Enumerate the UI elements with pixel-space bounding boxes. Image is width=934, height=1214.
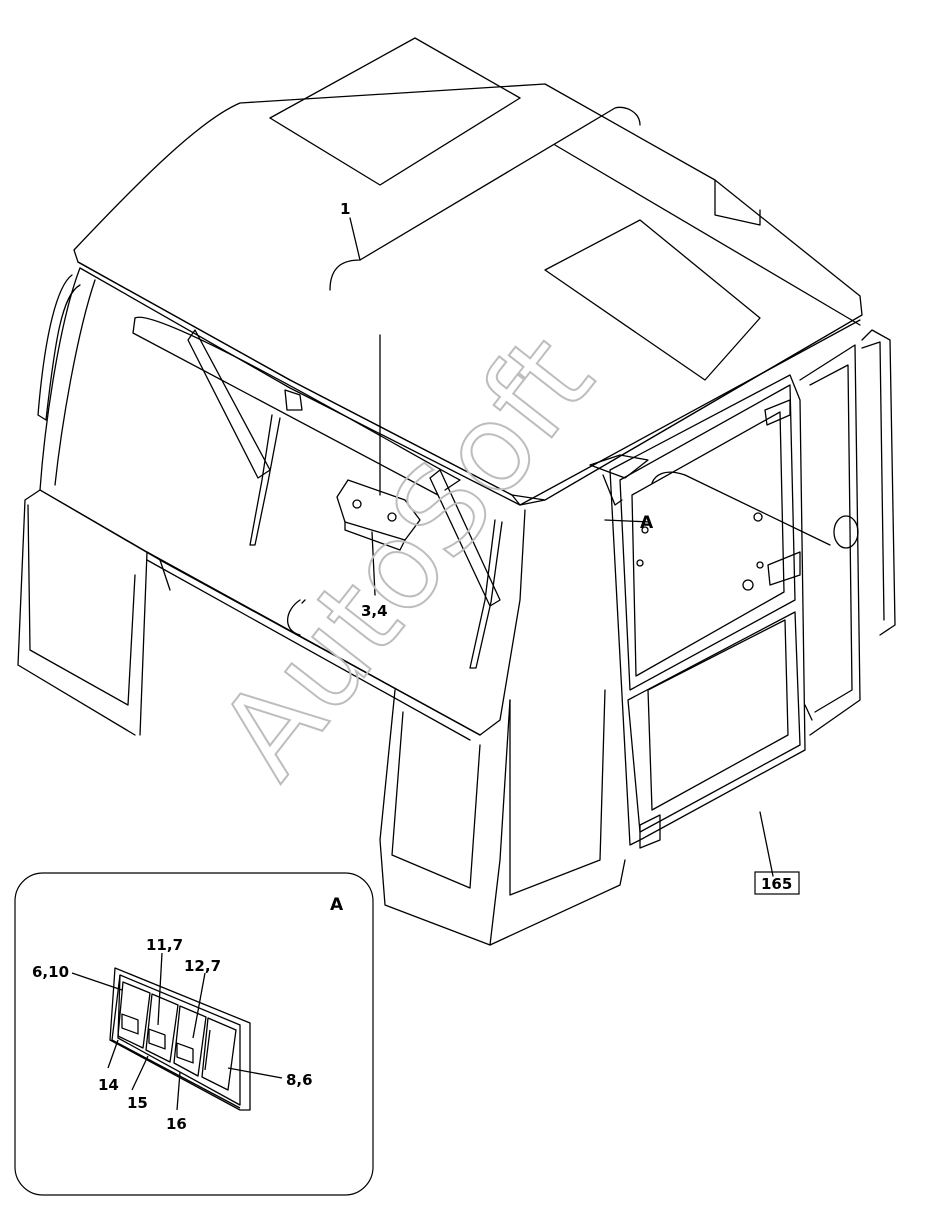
detail-label-16: 16 [166, 1115, 187, 1133]
wiper-right [429, 469, 503, 669]
callout-label-detail-ref: A [640, 513, 654, 533]
cab-door [609, 374, 806, 849]
callout-label-door: 165 [761, 875, 792, 893]
door-part-box [754, 871, 800, 895]
switch-panel [71, 952, 283, 1111]
callout-labels: 1 3,4 A 165 A 6,10 11,7 12,7 8,6 14 15 1… [32, 200, 800, 1133]
windshield-frame [17, 267, 526, 741]
callout-label-cab: 1 [340, 200, 350, 218]
door-hinge-bracket [589, 454, 649, 479]
detail-title: A [330, 895, 344, 915]
work-lamp [336, 479, 421, 551]
detail-label-14: 14 [98, 1076, 119, 1094]
detail-label-12-7: 12,7 [184, 957, 221, 975]
detail-label-8-6: 8,6 [286, 1071, 313, 1089]
detail-label-15: 15 [127, 1094, 148, 1112]
watermark: AutoSoft [192, 310, 621, 804]
detail-label-11-7: 11,7 [146, 936, 183, 954]
detail-label-6-10: 6,10 [32, 963, 69, 981]
cab-right-side [799, 329, 896, 736]
detail-view-A [14, 872, 374, 1196]
callout-leaders [286, 106, 861, 877]
cab-roof [73, 37, 863, 506]
wiper-left [187, 329, 303, 546]
callout-label-lamp: 3,4 [361, 602, 388, 620]
cab-lower-front [379, 689, 626, 946]
svg-text:AutoSoft: AutoSoft [193, 311, 620, 803]
